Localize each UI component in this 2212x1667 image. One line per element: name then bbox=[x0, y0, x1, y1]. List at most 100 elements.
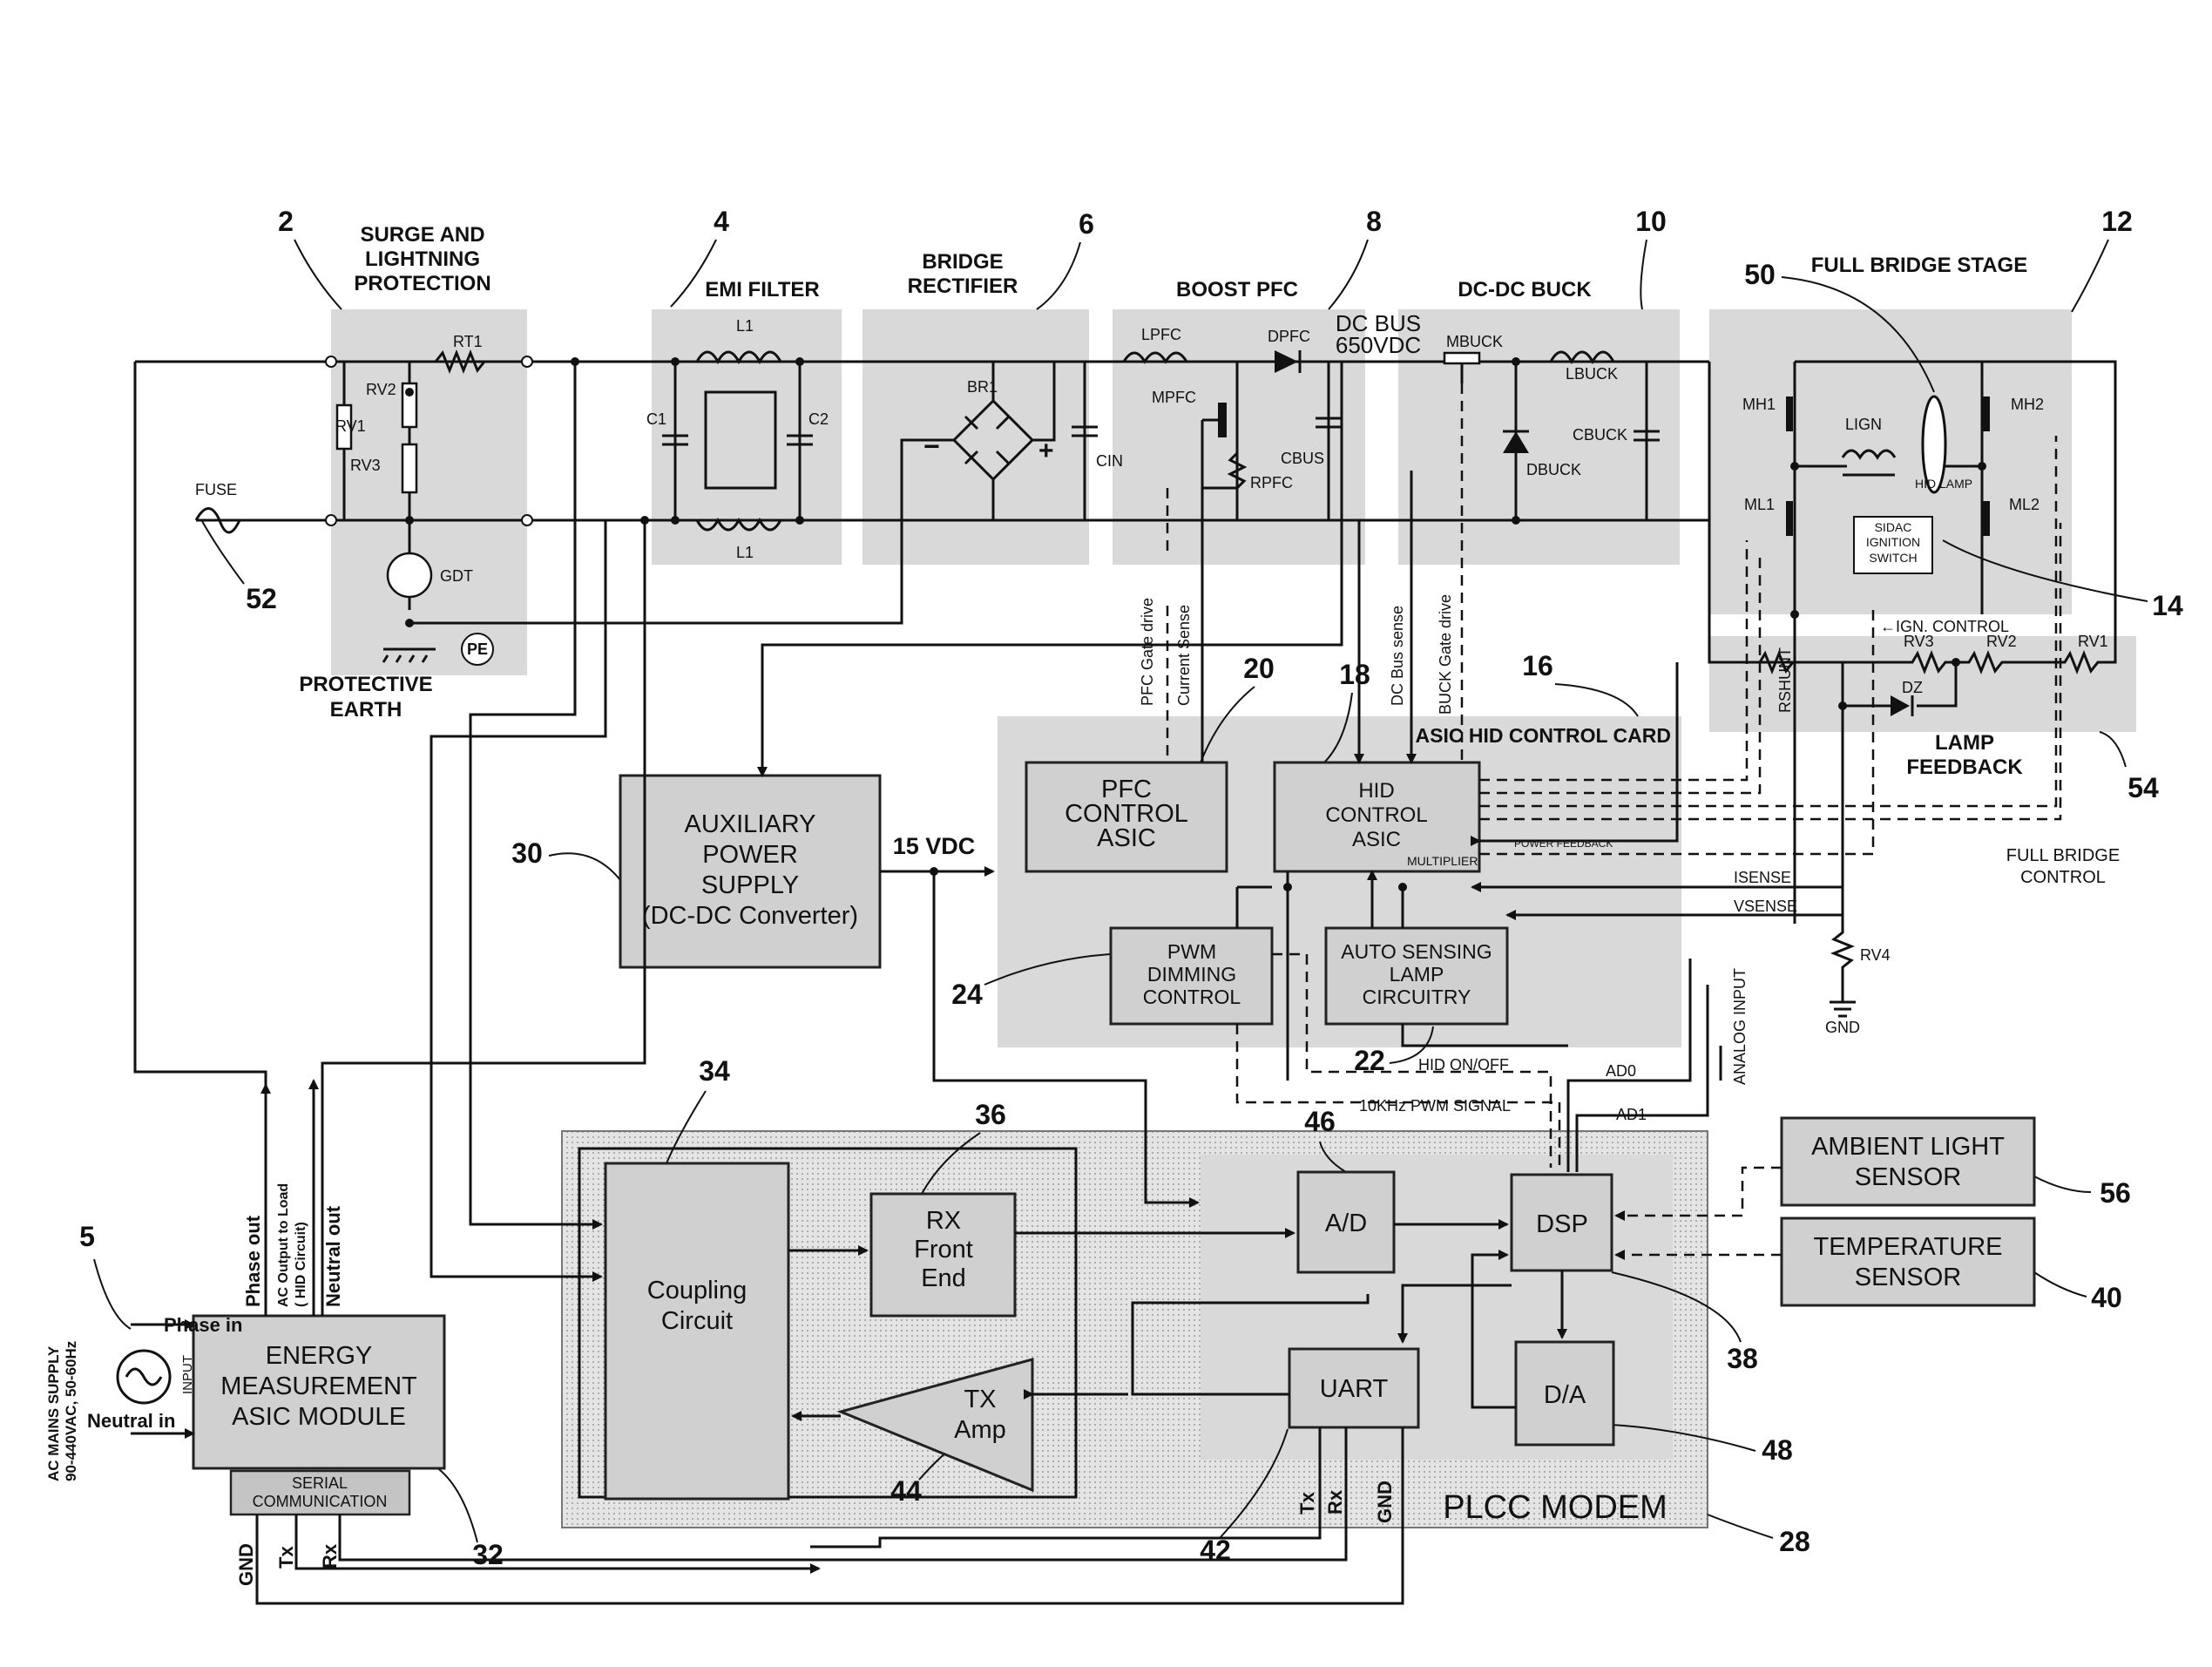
fullbridge-header: FULL BRIDGE STAGE bbox=[1811, 254, 2027, 277]
control-wiring bbox=[757, 362, 2062, 1208]
modem-wiring bbox=[131, 357, 1782, 1605]
pfc-control-asic bbox=[1025, 761, 1228, 873]
ref-40-leader bbox=[2033, 1271, 2087, 1298]
bridge-header-1: BRIDGE bbox=[922, 250, 1003, 274]
serial-communication bbox=[229, 1469, 411, 1516]
ref-52: 52 bbox=[246, 583, 277, 614]
svg-text:+: + bbox=[1038, 437, 1054, 465]
da-converter bbox=[1514, 1340, 1615, 1447]
ref-10: 10 bbox=[1635, 206, 1667, 237]
rpfc-label: RPFC bbox=[1250, 474, 1293, 491]
coupling-circuit bbox=[604, 1162, 790, 1501]
dz-label: DZ bbox=[1902, 679, 1923, 696]
gdt-label: GDT bbox=[440, 567, 473, 585]
ref-2-leader bbox=[294, 239, 342, 310]
rshunt-label: RSHUNT bbox=[1776, 647, 1794, 713]
emi-header: EMI FILTER bbox=[705, 278, 820, 302]
serial-rx-label: Rx bbox=[319, 1543, 341, 1569]
coupling-line1: Coupling bbox=[647, 1277, 747, 1304]
l1-bot-label: L1 bbox=[736, 544, 754, 561]
c2-label: C2 bbox=[808, 410, 829, 428]
aux-line1: AUXILIARY bbox=[685, 810, 816, 838]
ref-42-leader bbox=[1219, 1428, 1289, 1539]
pwm-line2: DIMMING bbox=[1147, 963, 1236, 986]
hid-onoff-label: HID ON/OFF bbox=[1418, 1056, 1509, 1074]
multiplier-label: MULTIPLIER bbox=[1407, 854, 1478, 868]
temperature-sensor bbox=[1780, 1216, 2036, 1307]
ref-2: 2 bbox=[278, 206, 294, 237]
vsense-label: VSENSE bbox=[1734, 898, 1797, 915]
pwm-line1: PWM bbox=[1167, 940, 1216, 963]
ref-48-leader bbox=[1611, 1424, 1756, 1452]
cbuck-label: CBUCK bbox=[1573, 426, 1627, 444]
dcbus-label-2: 650VDC bbox=[1336, 332, 1421, 358]
ref-50-leader bbox=[1781, 276, 1935, 393]
mh2-label: MH2 bbox=[2011, 396, 2044, 413]
pe-label: PE bbox=[467, 640, 488, 658]
auxiliary-power-supply bbox=[619, 774, 882, 969]
bridge-header-2: RECTIFIER bbox=[908, 274, 1018, 298]
gnd-label: GND bbox=[1825, 1019, 1860, 1036]
asic-card-header: ASIC HID CONTROL CARD bbox=[1416, 724, 1671, 747]
ref-6: 6 bbox=[1079, 208, 1094, 240]
cbus-label: CBUS bbox=[1281, 450, 1324, 467]
fullbridge-circuit bbox=[1708, 395, 1990, 664]
ref-56-leader bbox=[2033, 1176, 2092, 1193]
lbuck-label: LBUCK bbox=[1566, 365, 1618, 383]
ref-34-leader bbox=[666, 1090, 707, 1164]
l1-top-label: L1 bbox=[736, 317, 754, 335]
rv4-label: RV4 bbox=[1860, 946, 1891, 964]
ref-8-leader bbox=[1328, 239, 1369, 310]
aux-line2: POWER bbox=[702, 841, 798, 869]
ref-20-leader bbox=[1200, 686, 1255, 763]
energy-line1: ENERGY bbox=[266, 1342, 372, 1370]
ref-46: 46 bbox=[1304, 1106, 1336, 1137]
uart-label: UART bbox=[1320, 1375, 1389, 1403]
temperature-line2: SENSOR bbox=[1855, 1264, 1961, 1291]
ambient-light-sensor bbox=[1780, 1116, 2036, 1207]
rx-line1: RX bbox=[926, 1207, 961, 1235]
energy-measurement-asic bbox=[192, 1314, 446, 1470]
input-label: INPUT bbox=[180, 1355, 195, 1394]
c1-label: C1 bbox=[646, 410, 666, 428]
ref-56: 56 bbox=[2100, 1177, 2131, 1209]
br1-label: BR1 bbox=[967, 378, 998, 396]
serial-line2: COMMUNICATION bbox=[253, 1493, 388, 1510]
ac-mains-line1: AC MAINS SUPPLY bbox=[45, 1345, 62, 1481]
ref-48: 48 bbox=[1762, 1434, 1793, 1466]
pwm-10k-label: 10KHz PWM SIGNAL bbox=[1359, 1097, 1511, 1115]
surge-section bbox=[331, 309, 527, 675]
ref-4-leader bbox=[670, 239, 717, 308]
current-sense-label: Current Sense bbox=[1175, 605, 1193, 706]
pfc-gate-label: PFC Gate drive bbox=[1139, 598, 1156, 706]
ref-28: 28 bbox=[1779, 1526, 1810, 1557]
ref-16: 16 bbox=[1522, 650, 1553, 681]
buck-gate-label: BUCK Gate drive bbox=[1437, 594, 1454, 715]
surge-header-2: LIGHTNING bbox=[365, 247, 480, 271]
ref-10-leader bbox=[1640, 239, 1647, 310]
hid-asic-line3: ASIC bbox=[1352, 828, 1401, 851]
ac-wave bbox=[125, 1367, 163, 1386]
rv2-label: RV2 bbox=[366, 381, 396, 398]
ref-12: 12 bbox=[2101, 206, 2133, 237]
dc-bus-sense-label: DC Bus sense bbox=[1389, 606, 1406, 706]
buck-circuit bbox=[1443, 350, 1660, 525]
plcc-modem-label: PLCC MODEM bbox=[1443, 1489, 1667, 1526]
aux-line3: SUPPLY bbox=[701, 871, 799, 899]
da-label: D/A bbox=[1544, 1381, 1586, 1409]
buck-section bbox=[1398, 309, 1680, 565]
ref-54-leader bbox=[2099, 731, 2127, 768]
ref-32-leader bbox=[430, 1463, 478, 1543]
sidac-label-2: IGNITION bbox=[1866, 535, 1920, 549]
isense-label: ISENSE bbox=[1734, 869, 1791, 886]
emi-circuit bbox=[662, 350, 813, 532]
ad-converter bbox=[1296, 1170, 1396, 1274]
hid-lamp-label: HID LAMP bbox=[1915, 477, 1972, 491]
mbuck-label: MBUCK bbox=[1446, 333, 1503, 350]
auto-line3: CIRCUITRY bbox=[1363, 986, 1471, 1008]
energy-line2: MEASUREMENT bbox=[220, 1372, 417, 1400]
ac-mains-line2: 90-440VAC, 50-60Hz bbox=[63, 1341, 79, 1481]
fuse-label: FUSE bbox=[195, 481, 237, 498]
